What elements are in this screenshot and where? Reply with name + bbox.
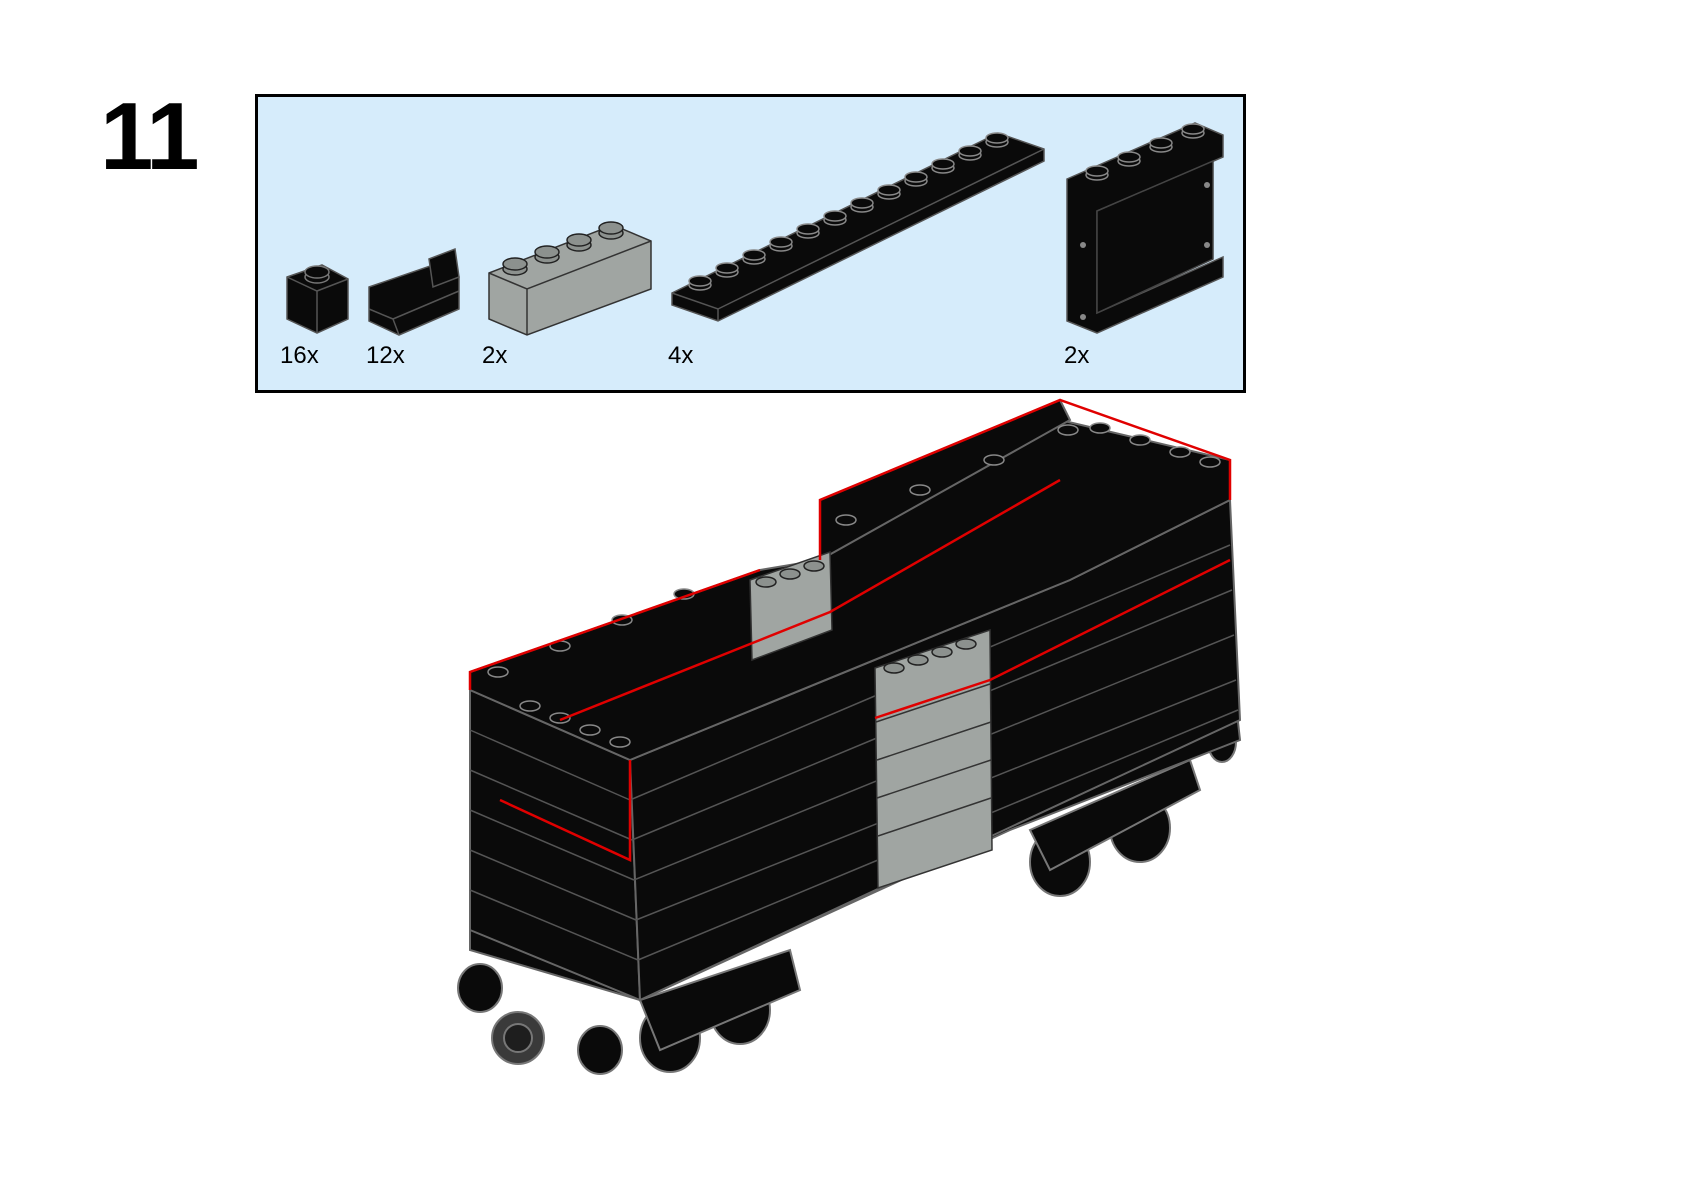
brick-1x4-grey-icon: [488, 221, 652, 336]
bracket-1x2-icon: [368, 247, 460, 336]
bogie-rear: [1028, 721, 1237, 897]
parts-list-box: 16x 12x 2x: [255, 94, 1246, 393]
plate-1x12-icon: [671, 132, 1045, 322]
panel-icon: [1066, 122, 1224, 334]
brick-1x1-icon: [286, 264, 349, 334]
qty-label: 4x: [668, 342, 694, 369]
qty-label: 2x: [482, 342, 508, 369]
qty-label: 12x: [366, 342, 405, 369]
bogie-front: [457, 948, 802, 1075]
qty-label: 16x: [280, 342, 319, 369]
grey-door-stack: [874, 628, 993, 890]
step-number: 11: [100, 83, 199, 190]
qty-label: 2x: [1064, 342, 1090, 369]
new-parts-highlight: [468, 398, 1232, 862]
